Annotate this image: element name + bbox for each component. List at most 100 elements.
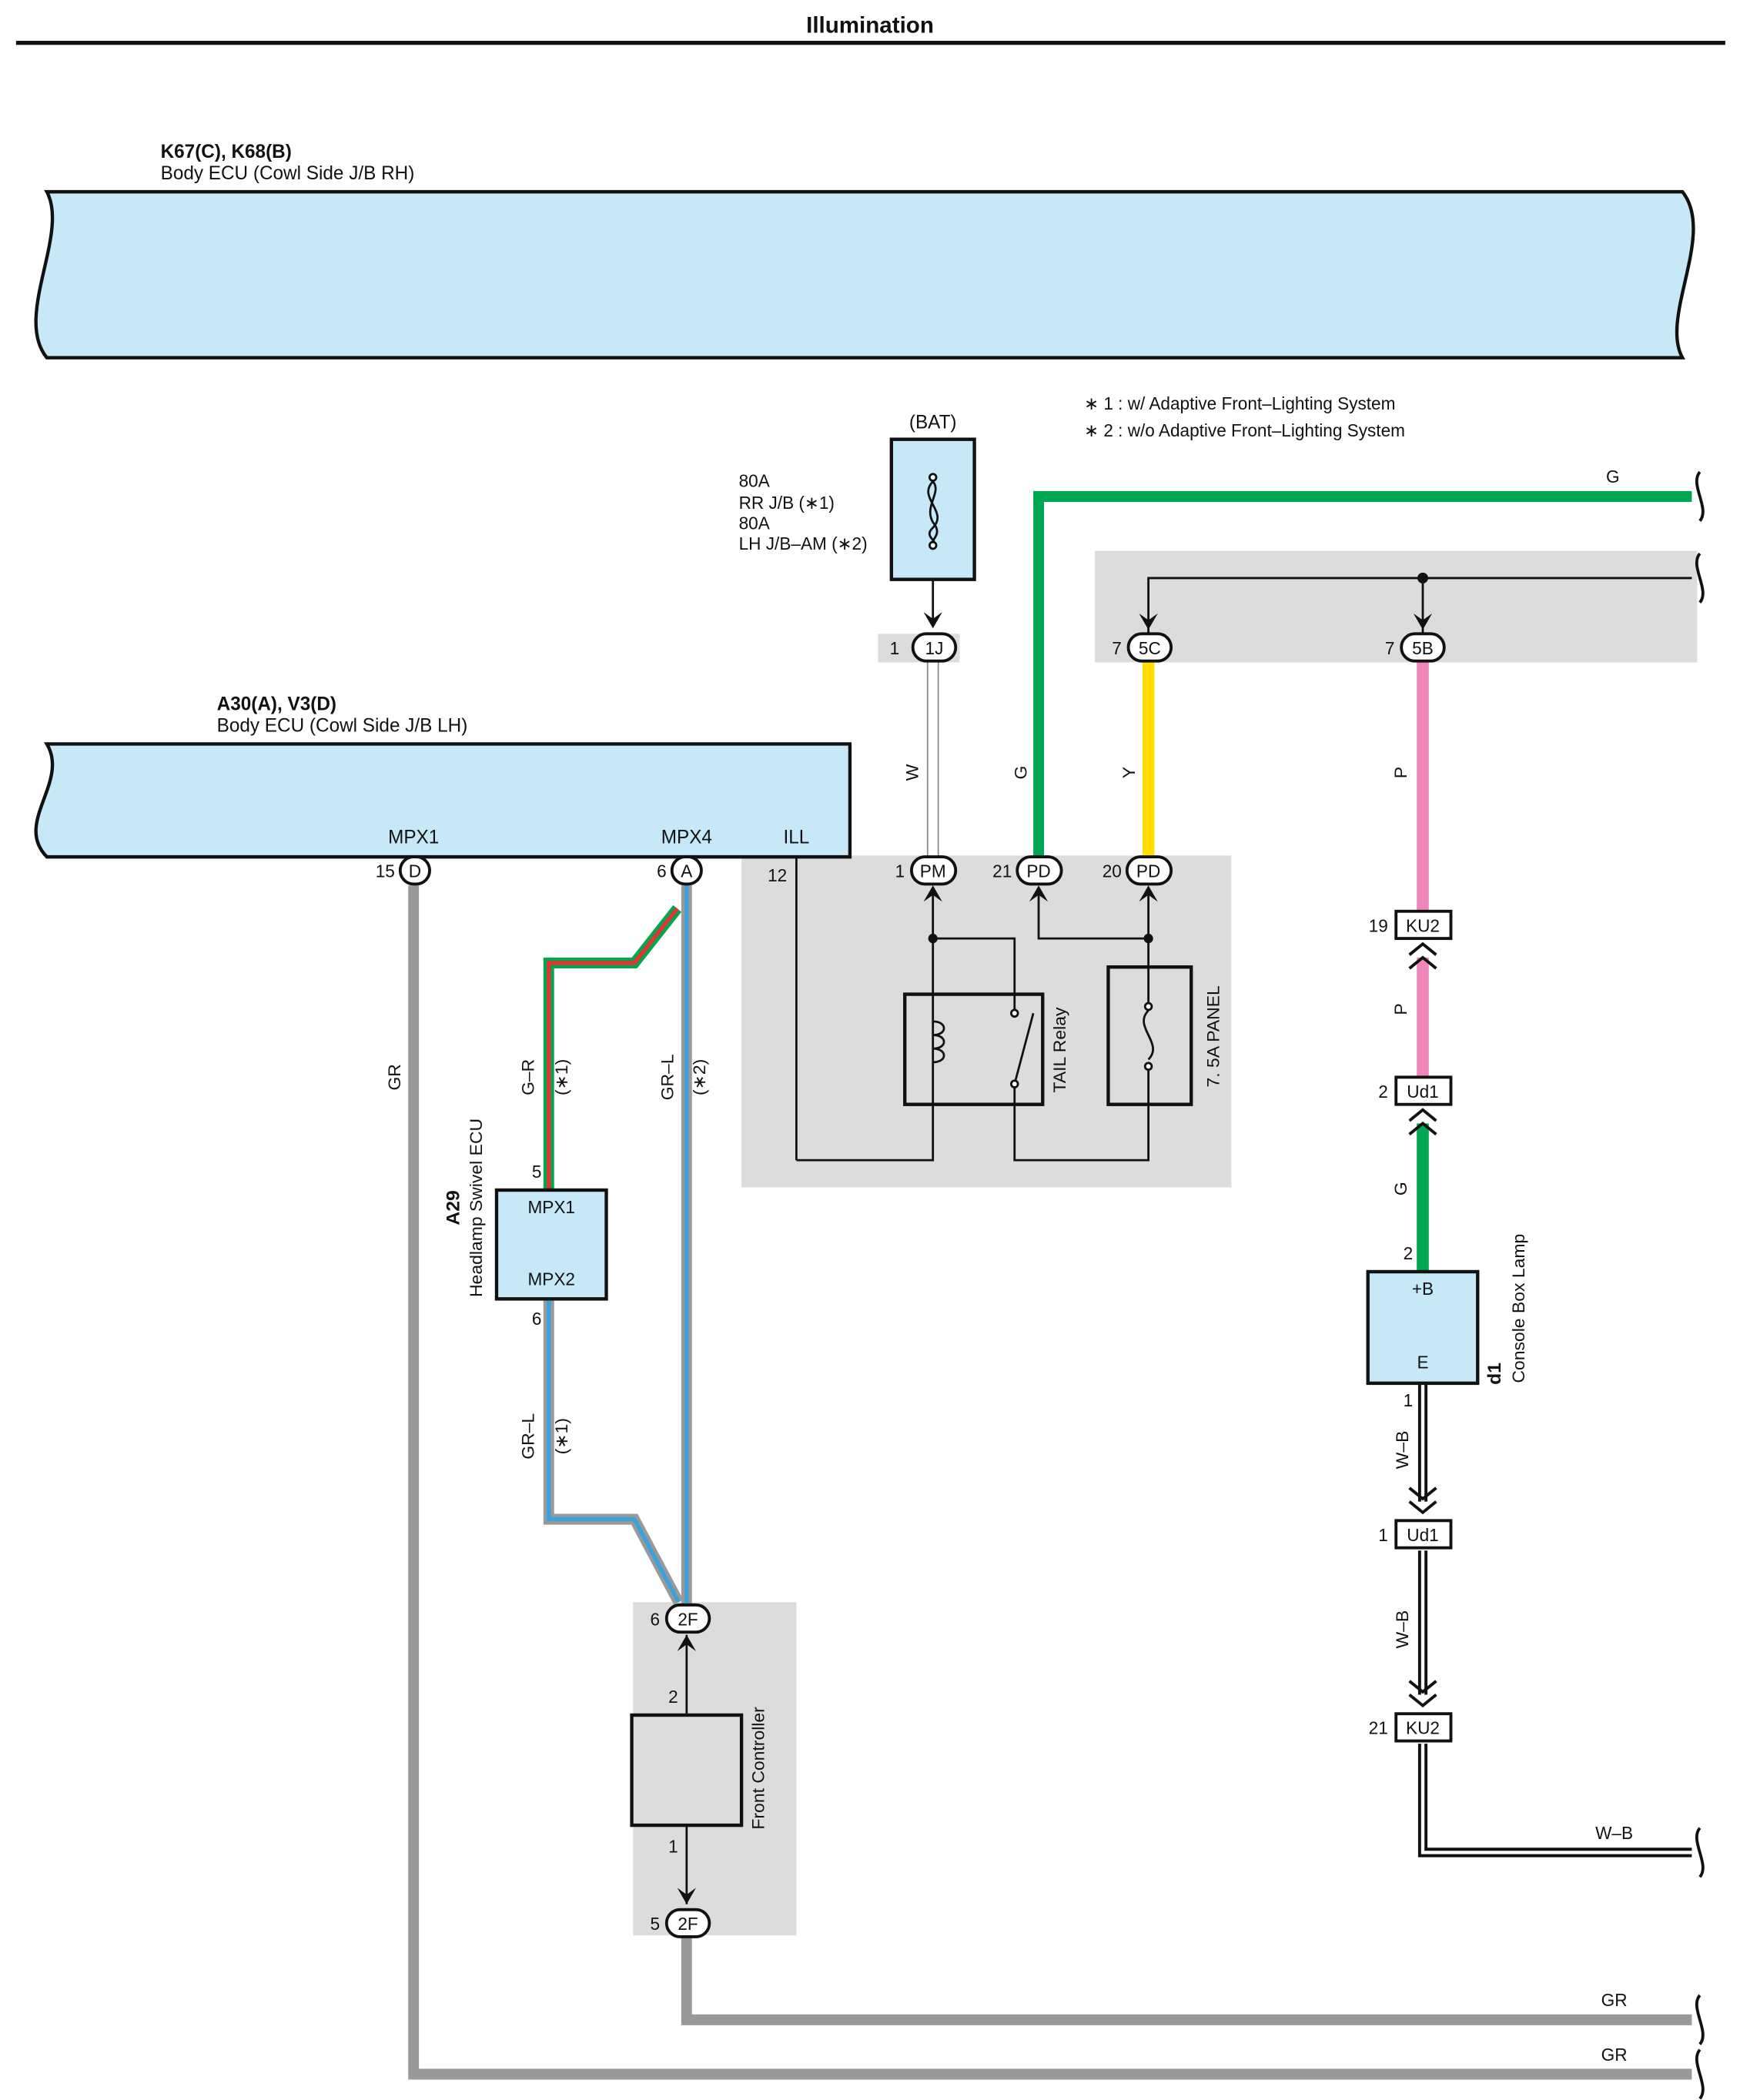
battery-label: (BAT) xyxy=(909,412,957,433)
wire-label-grl-main: GR–L xyxy=(658,1054,678,1100)
svg-text:Ud1: Ud1 xyxy=(1407,1082,1438,1102)
console-lamp-t-e: E xyxy=(1417,1352,1428,1372)
connector-pd-20: PD 20 xyxy=(1103,855,1173,902)
console-lamp-code: d1 xyxy=(1484,1363,1505,1385)
connector-2f-6: 2F 6 xyxy=(650,1603,711,1634)
wire-wb-3-core xyxy=(1420,1744,1692,1854)
wire-note-1-lower: (∗1) xyxy=(551,1418,571,1454)
relay-coil-return xyxy=(796,1104,935,1162)
svg-text:1: 1 xyxy=(1378,1525,1388,1545)
svg-text:2: 2 xyxy=(1378,1082,1388,1102)
relay-coil-icon xyxy=(932,994,945,1105)
fuse-line-3: 80A xyxy=(739,513,771,533)
ecu-lh-code: A30(A), V3(D) xyxy=(217,694,336,714)
page-title: Illumination xyxy=(806,12,934,38)
connector-5b: 5B 7 xyxy=(1385,632,1446,663)
wire-gr-swivel-stripe xyxy=(547,907,679,1190)
wire-note-1-upper: (∗1) xyxy=(551,1059,571,1095)
ecu-lh-terminal-mpx1: MPX1 xyxy=(388,827,439,848)
double-arrow-ud1-icon xyxy=(1408,1108,1437,1136)
swivel-ecu-name: Headlamp Swivel ECU xyxy=(466,1119,486,1297)
panel-fuse-icon xyxy=(1143,967,1154,1105)
wire-label-gr-bottom: GR xyxy=(1601,2045,1628,2065)
front-controller-label: Front Controller xyxy=(748,1707,768,1830)
arrow-5b-icon xyxy=(1413,613,1433,630)
wire-break-wb-icon xyxy=(1695,1827,1705,1878)
wire-break-gr-2f-icon xyxy=(1695,1994,1705,2045)
ecu-lh-terminal-mpx4: MPX4 xyxy=(661,827,712,848)
svg-text:5C: 5C xyxy=(1139,638,1161,658)
connector-pm: PM 1 xyxy=(895,855,958,902)
wire-label-wb-1: W–B xyxy=(1392,1431,1412,1470)
title-rule xyxy=(15,41,1725,45)
wire-label-wb-3: W–B xyxy=(1595,1823,1633,1843)
connector-ud1-2: Ud1 2 xyxy=(1378,1075,1453,1106)
console-lamp-pin-bottom: 1 xyxy=(1404,1390,1414,1410)
wire-label-wb-2: W–B xyxy=(1392,1610,1412,1649)
wire-label-w: W xyxy=(902,764,922,781)
fc-arrow-up-icon xyxy=(677,1634,696,1651)
connector-ud1-1: Ud1 1 xyxy=(1378,1519,1453,1550)
wire-label-g-lamp: G xyxy=(1390,1182,1410,1195)
connector-5c: 5C 7 xyxy=(1112,632,1173,663)
svg-text:D: D xyxy=(409,861,421,881)
svg-text:6: 6 xyxy=(657,861,667,881)
arrow-5c-icon xyxy=(1139,613,1158,630)
connector-ku2-19: KU2 19 xyxy=(1369,909,1453,941)
connector-a: A 6 xyxy=(657,855,703,886)
svg-text:Ud1: Ud1 xyxy=(1407,1525,1438,1545)
svg-text:1: 1 xyxy=(890,638,900,658)
wire-break-gr-bottom-icon xyxy=(1695,2048,1705,2100)
connector-ill-pin: 12 xyxy=(768,865,787,885)
svg-text:1: 1 xyxy=(895,861,905,881)
svg-text:21: 21 xyxy=(1369,1718,1388,1738)
junction-strip-gray xyxy=(1095,550,1698,663)
wire-gr-d xyxy=(408,885,1692,2080)
svg-text:20: 20 xyxy=(1103,861,1122,881)
wire-label-g-top: G xyxy=(1606,466,1620,487)
svg-text:1J: 1J xyxy=(925,638,944,658)
swivel-ecu-t2: MPX2 xyxy=(527,1269,574,1289)
wire-label-g-r: G–R xyxy=(518,1059,538,1095)
wire-grl-swivel-stripe xyxy=(547,1299,681,1603)
swivel-ecu-box xyxy=(494,1188,608,1301)
connector-1j: 1J 1 xyxy=(890,632,958,663)
svg-text:7: 7 xyxy=(1385,638,1395,658)
ecu-lh-box xyxy=(34,742,852,859)
note-1: ∗ 1 : w/ Adaptive Front–Lighting System xyxy=(1084,393,1395,413)
wire-label-gr-d: GR xyxy=(384,1064,404,1090)
note-2: ∗ 2 : w/o Adaptive Front–Lighting System xyxy=(1084,420,1405,440)
wire-label-p-upper: P xyxy=(1390,767,1410,778)
relay-switch-icon xyxy=(1010,994,1035,1105)
svg-text:2F: 2F xyxy=(678,1914,698,1934)
svg-text:15: 15 xyxy=(376,861,395,881)
connector-2f-5: 2F 5 xyxy=(650,1908,711,1938)
svg-text:PD: PD xyxy=(1026,861,1050,881)
svg-text:19: 19 xyxy=(1369,915,1388,935)
svg-text:2F: 2F xyxy=(678,1609,698,1629)
fuse-line-1: 80A xyxy=(739,470,771,490)
wire-label-p-lower: P xyxy=(1390,1003,1410,1015)
swivel-ecu-pin-bottom: 6 xyxy=(532,1309,542,1329)
fc-arrow-down-icon xyxy=(677,1888,696,1904)
ecu-lh-name: Body ECU (Cowl Side J/B LH) xyxy=(217,715,468,736)
panel-fuse-box xyxy=(1106,965,1193,1106)
swivel-ecu-t1: MPX1 xyxy=(527,1197,574,1217)
wire-note-2: (∗2) xyxy=(689,1059,709,1095)
tail-relay-box xyxy=(903,992,1045,1106)
swivel-ecu-code: A29 xyxy=(443,1190,463,1225)
console-lamp-t-plus: +B xyxy=(1412,1279,1434,1299)
fc-pin-bottom: 1 xyxy=(668,1836,678,1856)
wire-gr-swivel xyxy=(543,905,682,1190)
panel-fuse-label: 7. 5A PANEL xyxy=(1203,985,1223,1087)
svg-text:5B: 5B xyxy=(1412,638,1434,658)
console-lamp-name: Console Box Lamp xyxy=(1508,1234,1528,1383)
tail-relay-label: TAIL Relay xyxy=(1049,1007,1069,1093)
wire-label-gr-2f: GR xyxy=(1601,1990,1628,2010)
pd21-link xyxy=(1037,891,1149,940)
ecu-rh-code: K67(C), K68(B) xyxy=(161,142,292,162)
fc-pin-top: 2 xyxy=(668,1687,678,1707)
svg-text:KU2: KU2 xyxy=(1406,1718,1440,1738)
double-arrow-ku2-icon xyxy=(1408,941,1437,970)
